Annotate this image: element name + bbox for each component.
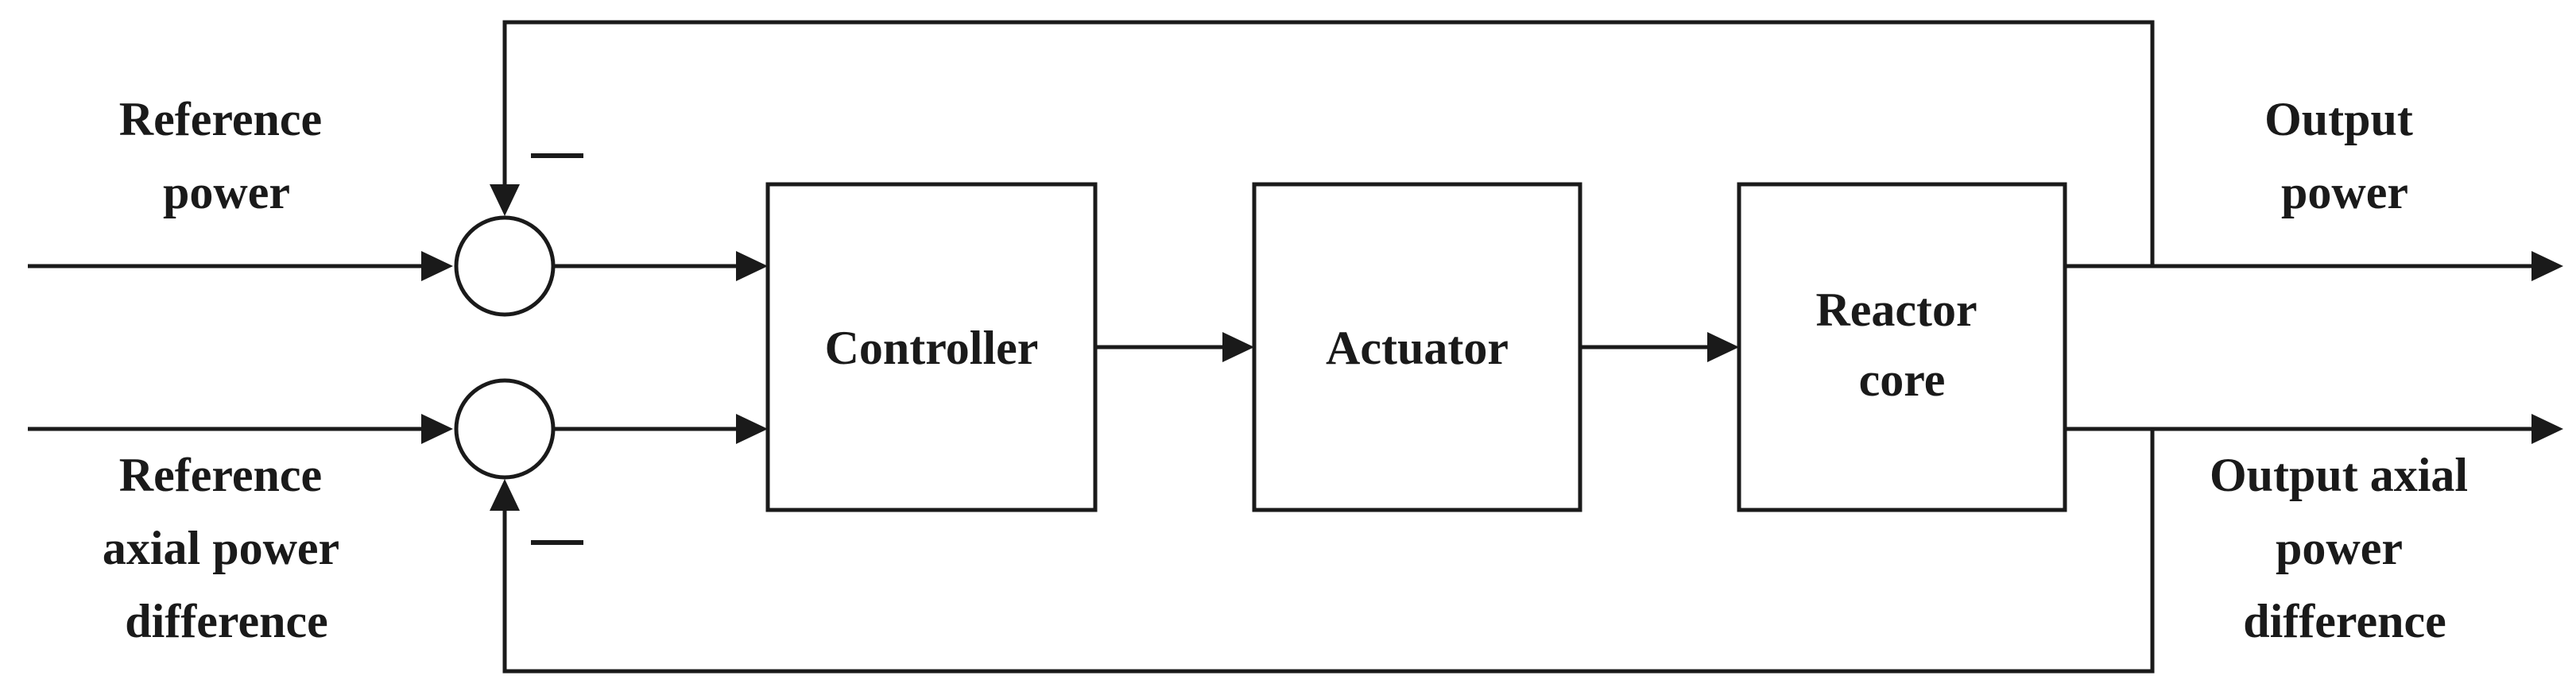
output-power-label-line-2: power [2281,166,2408,218]
actuator-label-line: Actuator [1326,322,1509,374]
output-axial-label: Output axial power difference [2210,449,2480,647]
actuator-label: Actuator [1326,322,1509,374]
reactor-core-label: Reactor core [1815,284,1988,406]
reference-axial-label-line-1: Reference [119,449,322,501]
output-power-label-line-1: Output [2264,93,2413,145]
arrowhead-feedback-top [490,184,520,216]
controller-label: Controller [825,322,1039,374]
reactor-core-label-line-1: Reactor [1815,284,1977,336]
controller-label-line: Controller [825,322,1039,374]
controller-block [765,182,1098,512]
reference-axial-label: Reference axial power difference [103,449,351,647]
arrowhead-sum-top [421,251,453,281]
arrowhead-reactor [1707,332,1739,362]
output-axial-label-line-1: Output axial [2210,449,2468,501]
actuator-block [1252,182,1582,512]
arrowhead-feedback-bottom [490,479,520,511]
reference-power-label-line-1: Reference [119,93,322,145]
reference-axial-label-line-3: difference [125,595,327,647]
arrowhead-actuator [1222,332,1254,362]
reference-power-label-line-2: power [163,166,290,218]
reference-power-label: Reference power [119,93,334,218]
arrowhead-output-power [2531,251,2563,281]
reference-axial-label-line-2: axial power [103,522,339,574]
output-power-label: Output power [2264,93,2425,218]
output-axial-label-line-2: power [2276,522,2402,574]
reactor-core-block [1737,182,2067,512]
output-axial-label-line-3: difference [2243,595,2446,647]
feedback-loop-top [502,20,2155,266]
arrowhead-sum-bottom [421,414,453,444]
arrowhead-controller-top [736,251,768,281]
reactor-core-label-line-2: core [1859,353,1946,406]
feedback-loop-bottom [502,429,2155,674]
summing-junction-bottom [454,378,556,480]
arrowhead-output-axial [2531,414,2563,444]
summing-junction-top [454,215,556,317]
arrowhead-controller-bottom [736,414,768,444]
